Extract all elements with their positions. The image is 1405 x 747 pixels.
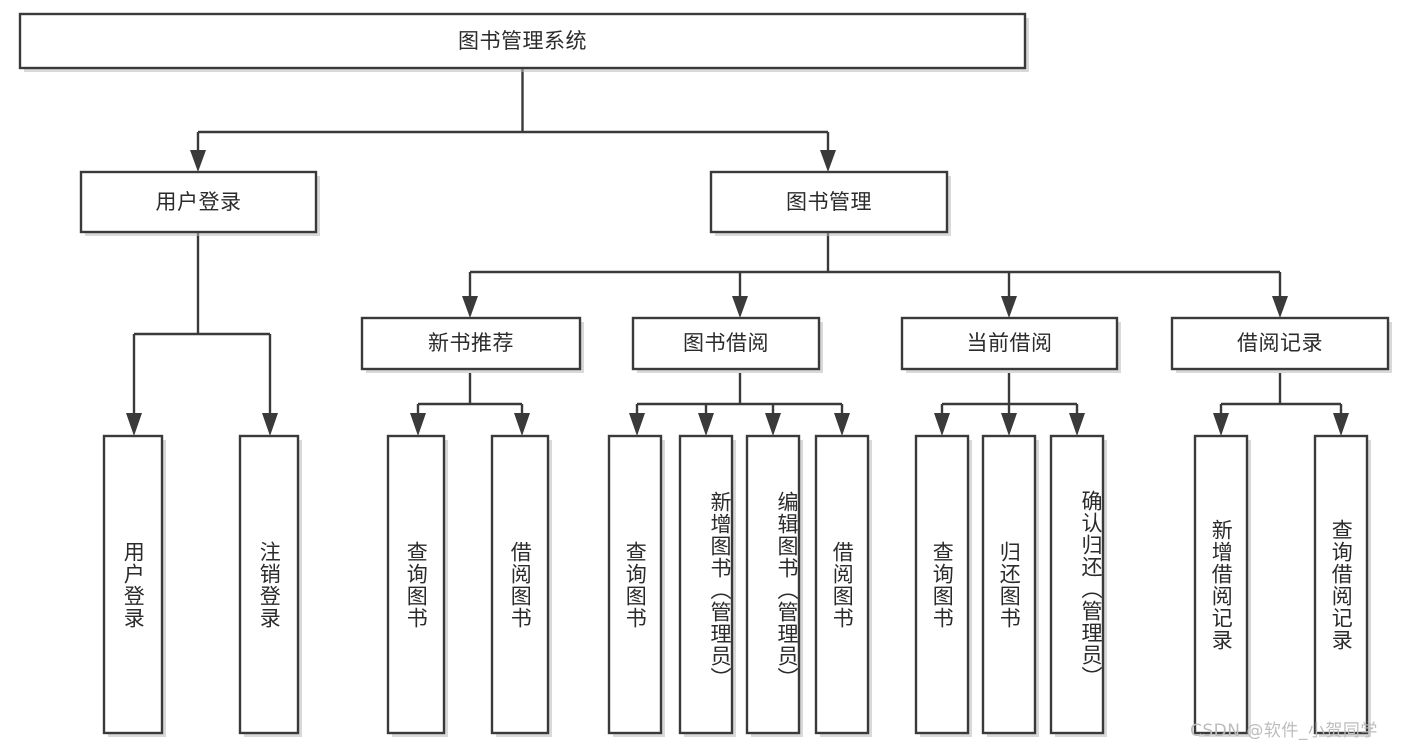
label-leaf-query-book-3: 查询图书	[930, 540, 955, 629]
label-leaf-return-book: 归还图书	[997, 540, 1022, 629]
box-borrow-record[interactable]	[1170, 316, 1390, 371]
box-leaf-edit-book[interactable]	[745, 434, 801, 735]
label-current-borrow: 当前借阅	[966, 331, 1053, 355]
box-new-book-recommend[interactable]	[360, 316, 582, 371]
label-leaf-confirm-return: 确认归还（管理员）	[1079, 489, 1103, 688]
arrow-to-book-borrow	[732, 296, 748, 318]
label-user-login: 用户登录	[155, 189, 242, 214]
box-book-manage[interactable]	[709, 170, 949, 234]
box-leaf-query-book-2[interactable]	[607, 434, 663, 735]
box-leaf-borrow-book-2[interactable]	[814, 434, 870, 735]
arrow-to-leaf-add-book	[698, 413, 714, 436]
arrow-to-leaf-query-book-2	[629, 413, 645, 436]
label-leaf-borrow-book-2: 借阅图书	[830, 540, 855, 629]
arrow-to-borrow-record	[1272, 296, 1288, 318]
label-leaf-query-book-2: 查询图书	[623, 540, 648, 629]
box-leaf-add-book[interactable]	[678, 434, 734, 735]
label-book-manage: 图书管理	[786, 189, 872, 214]
box-leaf-query-book-1[interactable]	[386, 434, 446, 735]
label-borrow-record: 借阅记录	[1237, 331, 1323, 355]
arrow-to-book-manage	[820, 150, 836, 172]
box-leaf-query-record[interactable]	[1313, 434, 1369, 735]
arrow-to-new-book-recommend	[462, 296, 478, 318]
box-leaf-return-book[interactable]	[981, 434, 1037, 735]
box-user-login[interactable]	[79, 170, 318, 234]
arrow-to-current-borrow	[1001, 296, 1017, 318]
box-current-borrow[interactable]	[900, 316, 1119, 371]
arrow-to-leaf-confirm-return	[1069, 413, 1085, 436]
box-book-borrow[interactable]	[631, 316, 821, 371]
box-leaf-confirm-return[interactable]	[1049, 434, 1105, 735]
box-leaf-query-book-3[interactable]	[914, 434, 970, 735]
label-leaf-query-record: 查询借阅记录	[1329, 518, 1354, 651]
arrow-to-leaf-query-book-1	[410, 413, 426, 436]
arrow-to-leaf-return-book	[1001, 413, 1017, 436]
label-leaf-edit-book: 编辑图书（管理员）	[775, 490, 799, 689]
arrow-to-user-login	[190, 150, 206, 172]
box-leaf-borrow-book-1[interactable]	[490, 434, 550, 735]
arrow-to-leaf-borrow-book-2	[834, 413, 850, 436]
box-leaf-logout-login[interactable]	[238, 434, 300, 735]
arrow-to-leaf-edit-book	[765, 413, 781, 436]
box-leaf-add-record[interactable]	[1193, 434, 1249, 735]
label-root: 图书管理系统	[458, 28, 587, 53]
arrow-to-leaf-logout-login	[262, 413, 278, 436]
watermark-label: CSDN @软件_小贺同学	[1190, 721, 1378, 741]
label-leaf-add-book: 新增图书（管理员）	[708, 490, 732, 689]
box-root[interactable]	[18, 12, 1027, 70]
label-new-book-recommend: 新书推荐	[428, 331, 514, 355]
arrow-to-leaf-query-record	[1333, 413, 1349, 436]
label-book-borrow: 图书借阅	[683, 331, 769, 355]
arrow-to-leaf-query-book-3	[934, 413, 950, 436]
label-leaf-logout-login: 注销登录	[257, 540, 282, 629]
arrow-to-leaf-borrow-book-1	[514, 413, 530, 436]
label-leaf-user-login: 用户登录	[121, 540, 146, 629]
box-leaf-user-login[interactable]	[102, 434, 164, 735]
arrow-to-leaf-add-record	[1213, 413, 1229, 436]
arrow-heads	[126, 150, 1349, 436]
label-leaf-add-record: 新增借阅记录	[1209, 518, 1234, 651]
node-boxes	[18, 12, 1392, 737]
label-leaf-borrow-book-1: 借阅图书	[508, 540, 533, 629]
label-leaf-query-book-1: 查询图书	[404, 540, 429, 629]
arrow-to-leaf-user-login	[126, 413, 142, 436]
